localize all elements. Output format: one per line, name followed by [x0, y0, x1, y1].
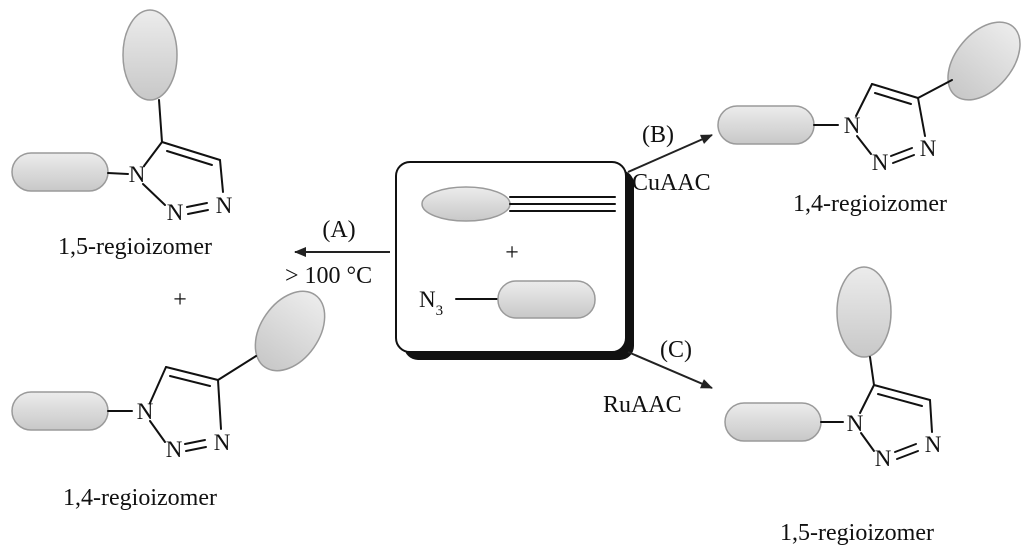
- bond-c4-n3: [929, 399, 933, 433]
- atom-n2: N: [872, 150, 889, 175]
- substituent-rounded-rect: [11, 152, 109, 192]
- bond-c5-c4: [161, 141, 221, 161]
- c5-substituent-bond: [158, 99, 163, 143]
- route-c-label: (C): [660, 337, 692, 363]
- route-c-catalyst: RuAAC: [603, 392, 682, 418]
- azide-subscript: 3: [436, 303, 444, 319]
- atom-n1: N: [844, 113, 861, 138]
- c4-substituent-bond: [217, 355, 257, 381]
- c4-substituent-ellipse: [947, 21, 1021, 101]
- bond-n2-n3-b: [892, 154, 915, 164]
- atom-n3: N: [920, 136, 937, 161]
- alkyne-reagent: [421, 186, 616, 222]
- azide-n: N: [419, 287, 436, 312]
- bond-n2-n3-a: [890, 147, 913, 157]
- bond-n1-n2: [856, 135, 872, 155]
- product-ru-name: 1,5-regioizomer: [780, 520, 934, 546]
- bond-n2-n3-a: [186, 202, 208, 208]
- c5-substituent-ellipse: [122, 9, 178, 101]
- bond-c5-c4-inner: [877, 393, 923, 407]
- bond-n2-n3-b: [185, 446, 207, 452]
- bond-n1-n2: [142, 183, 166, 206]
- c4-substituent-bond: [917, 79, 953, 99]
- atom-n3: N: [214, 430, 231, 455]
- n1-substituent-bond: [107, 172, 129, 175]
- azide-reagent: N3: [419, 280, 596, 319]
- product-thermal-14-name: 1,4-regioizomer: [63, 485, 217, 511]
- bond-c5-c4: [873, 384, 931, 401]
- route-b-catalyst: CuAAC: [632, 170, 711, 196]
- atom-n1: N: [137, 399, 154, 424]
- substituent-rounded-rect: [11, 391, 109, 431]
- atom-n2: N: [875, 446, 892, 471]
- atom-n2: N: [166, 437, 183, 462]
- arrow-b: [627, 134, 713, 173]
- bond-n2-n3-b: [187, 209, 209, 215]
- arrow-c: [627, 351, 713, 389]
- atom-n3: N: [216, 193, 233, 218]
- c5-substituent-bond: [869, 356, 875, 386]
- product-cu-name: 1,4-regioizomer: [793, 191, 947, 217]
- triazole-cuaac-14: N N N: [717, 21, 1021, 175]
- substituent-rounded-rect: [497, 280, 596, 319]
- bond-c5-c4-inner: [874, 92, 912, 105]
- bond-n2-n3-b: [896, 450, 919, 460]
- bond-c4-n3: [217, 379, 222, 430]
- bond-n1-c5: [149, 366, 167, 404]
- bond-n1-n2: [149, 420, 166, 443]
- atom-n1: N: [129, 162, 146, 187]
- bond-c5-c4-inner: [166, 150, 213, 166]
- atom-n1: N: [847, 411, 864, 436]
- route-a-label: (A): [322, 217, 355, 243]
- triazole-thermal-15: N N N: [11, 9, 233, 225]
- product-thermal-plus: +: [173, 287, 187, 313]
- bond-n1-c5: [143, 141, 163, 167]
- azide-nitrogen: N3: [419, 287, 443, 319]
- triazole-ruaac-15: N N N: [724, 266, 942, 471]
- atom-n2: N: [167, 200, 184, 225]
- reagent-plus: +: [505, 240, 519, 266]
- bond-c5-c4: [871, 83, 919, 99]
- triazole-thermal-14: N N N: [11, 290, 326, 462]
- atom-n3: N: [925, 432, 942, 457]
- bond-n2-n3-a: [184, 439, 206, 445]
- route-a-condition: > 100 °C: [285, 263, 372, 289]
- bond-n1-c5: [859, 384, 875, 414]
- bond-c5-c4-inner: [169, 375, 211, 387]
- c4-substituent-ellipse: [254, 290, 326, 372]
- bond-n1-c5: [855, 83, 873, 117]
- route-b-label: (B): [642, 122, 674, 148]
- product-thermal-15-name: 1,5-regioizomer: [58, 234, 212, 260]
- bond-n2-n3-a: [894, 443, 917, 453]
- c5-substituent-ellipse: [836, 266, 892, 358]
- substituent-ellipse: [421, 186, 511, 222]
- substituent-rounded-rect: [717, 105, 815, 145]
- substituent-rounded-rect: [724, 402, 822, 442]
- bond-c4-n3: [219, 159, 224, 193]
- bond-c4-n3: [917, 97, 926, 137]
- bond-n1-n2: [860, 432, 875, 452]
- bond-c5-c4: [165, 366, 219, 381]
